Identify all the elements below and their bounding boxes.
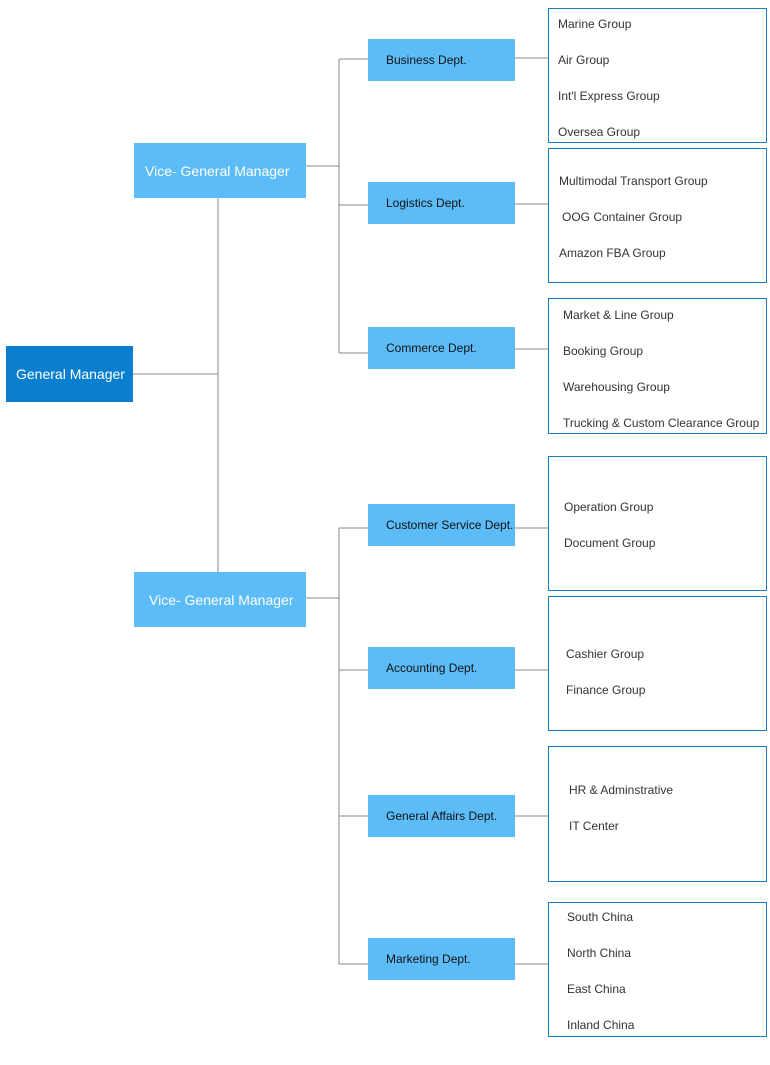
group-item: East China [567, 982, 626, 996]
vice-general-manager-box: Vice- General Manager [134, 572, 306, 627]
group-item: Inland China [567, 1018, 635, 1032]
dept-accounting: Accounting Dept. [368, 647, 515, 689]
group-box-business: Marine Group Air Group Int'l Express Gro… [548, 8, 767, 143]
group-item: Operation Group [564, 500, 654, 514]
dept-label: Commerce Dept. [386, 341, 477, 355]
dept-business: Business Dept. [368, 39, 515, 81]
group-box-customer-service: Operation Group Document Group [548, 456, 767, 591]
group-item: Trucking & Custom Clearance Group [563, 416, 760, 430]
group-item: Multimodal Transport Group [559, 174, 708, 188]
group-item: Air Group [558, 53, 610, 67]
dept-label: Accounting Dept. [386, 661, 478, 675]
dept-commerce: Commerce Dept. [368, 327, 515, 369]
group-item: Document Group [564, 536, 656, 550]
dept-customer-service: Customer Service Dept. [368, 504, 515, 546]
group-item: Booking Group [563, 344, 644, 358]
group-box-commerce: Market & Line Group Booking Group Wareho… [548, 298, 767, 434]
group-item: Int'l Express Group [558, 89, 660, 103]
group-item: Market & Line Group [563, 308, 674, 322]
group-item: North China [567, 946, 632, 960]
dept-label: General Affairs Dept. [386, 809, 498, 823]
group-item: Amazon FBA Group [559, 246, 666, 260]
vice-general-manager-label: Vice- General Manager [145, 162, 290, 179]
group-item: Cashier Group [566, 647, 645, 661]
dept-label: Marketing Dept. [386, 952, 471, 966]
group-item: Finance Group [566, 683, 646, 697]
dept-marketing: Marketing Dept. [368, 938, 515, 980]
general-manager-box: General Manager [6, 346, 133, 402]
dept-label: Customer Service Dept. [386, 518, 514, 532]
group-item: Warehousing Group [563, 380, 670, 394]
group-item: OOG Container Group [562, 210, 683, 224]
general-manager-label: General Manager [16, 366, 125, 382]
group-box-logistics: Multimodal Transport Group OOG Container… [548, 148, 767, 283]
dept-logistics: Logistics Dept. [368, 182, 515, 224]
group-box-general-affairs: HR & Adminstrative IT Center [548, 746, 767, 882]
dept-label: Business Dept. [386, 53, 467, 67]
group-item: HR & Adminstrative [569, 783, 674, 797]
vice-general-manager-label: Vice- General Manager [149, 591, 294, 608]
dept-general-affairs: General Affairs Dept. [368, 795, 515, 837]
dept-label: Logistics Dept. [386, 196, 465, 210]
group-item: IT Center [569, 819, 619, 833]
vice-general-manager-box: Vice- General Manager [134, 143, 306, 198]
group-box-accounting: Cashier Group Finance Group [548, 596, 767, 731]
group-item: South China [567, 910, 634, 924]
group-item: Oversea Group [558, 125, 641, 139]
group-box-marketing: South China North China East China Inlan… [548, 902, 767, 1037]
group-item: Marine Group [558, 17, 632, 31]
